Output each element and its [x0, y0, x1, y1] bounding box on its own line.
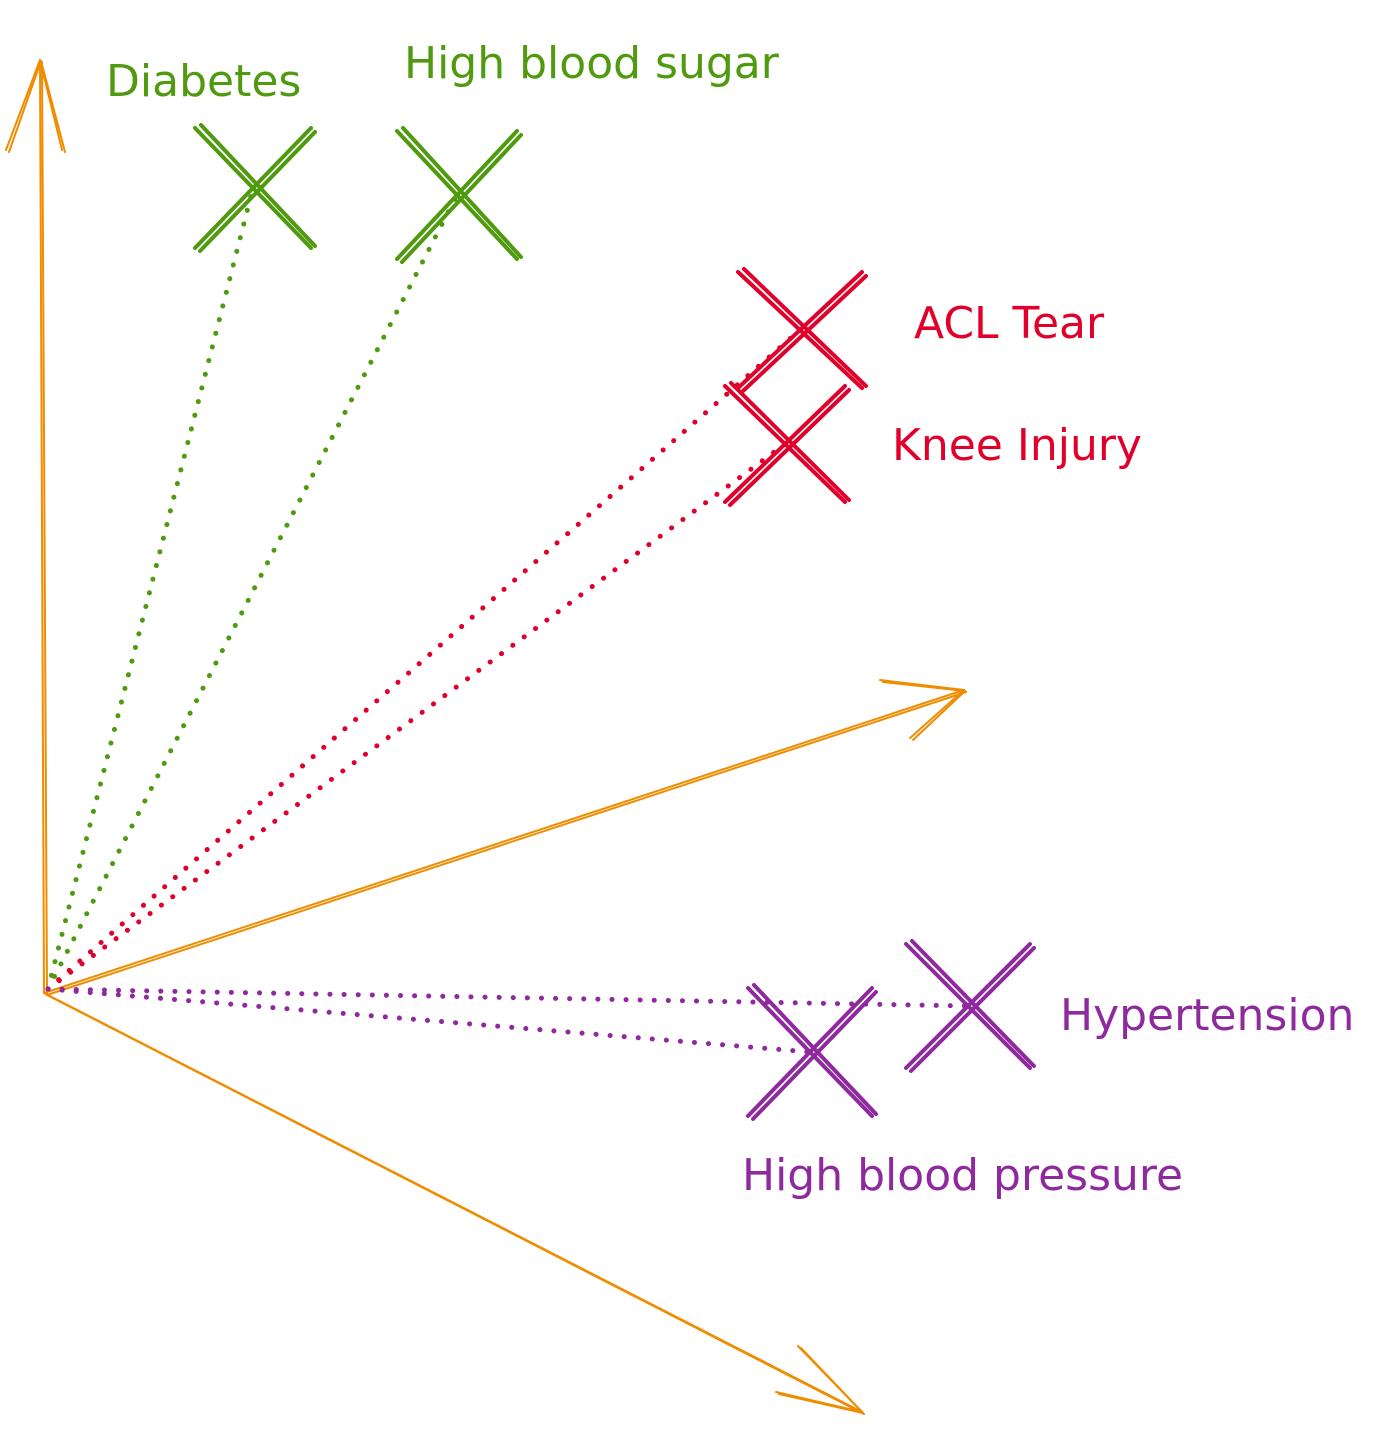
arrowhead: [5, 59, 41, 151]
points: [193, 123, 1036, 1121]
vectors: [45, 185, 971, 1055]
point-knee-injury: [723, 381, 851, 507]
label-knee-injury: Knee Injury: [892, 420, 1142, 471]
label-acl-tear: ACL Tear: [914, 298, 1105, 349]
label-high-blood-sugar: High blood sugar: [404, 38, 780, 89]
axis-right-upper: [43, 679, 967, 996]
labels: Diabetes High blood sugar ACL Tear Knee …: [106, 38, 1354, 1201]
label-hypertension: Hypertension: [1060, 990, 1354, 1041]
point-high-blood-sugar: [395, 126, 523, 264]
vector-hypertension: [45, 986, 971, 1009]
label-diabetes: Diabetes: [106, 56, 301, 107]
axis-up: [5, 59, 66, 996]
vector-acl-tear: [45, 327, 803, 992]
arrowhead: [909, 689, 965, 739]
vector-knee-injury: [45, 441, 788, 992]
label-high-blood-pressure: High blood pressure: [742, 1150, 1183, 1201]
vector-high-blood-sugar: [45, 192, 460, 992]
arrowhead: [879, 679, 965, 691]
point-high-blood-pressure: [746, 983, 878, 1121]
vector-diabetes: [45, 185, 256, 992]
point-hypertension: [904, 939, 1036, 1073]
axis-right-lower: [43, 992, 865, 1415]
point-acl-tear: [736, 267, 868, 393]
point-diabetes: [193, 123, 317, 253]
vector-high-blood-pressure: [45, 986, 813, 1055]
axes: [5, 59, 967, 1415]
